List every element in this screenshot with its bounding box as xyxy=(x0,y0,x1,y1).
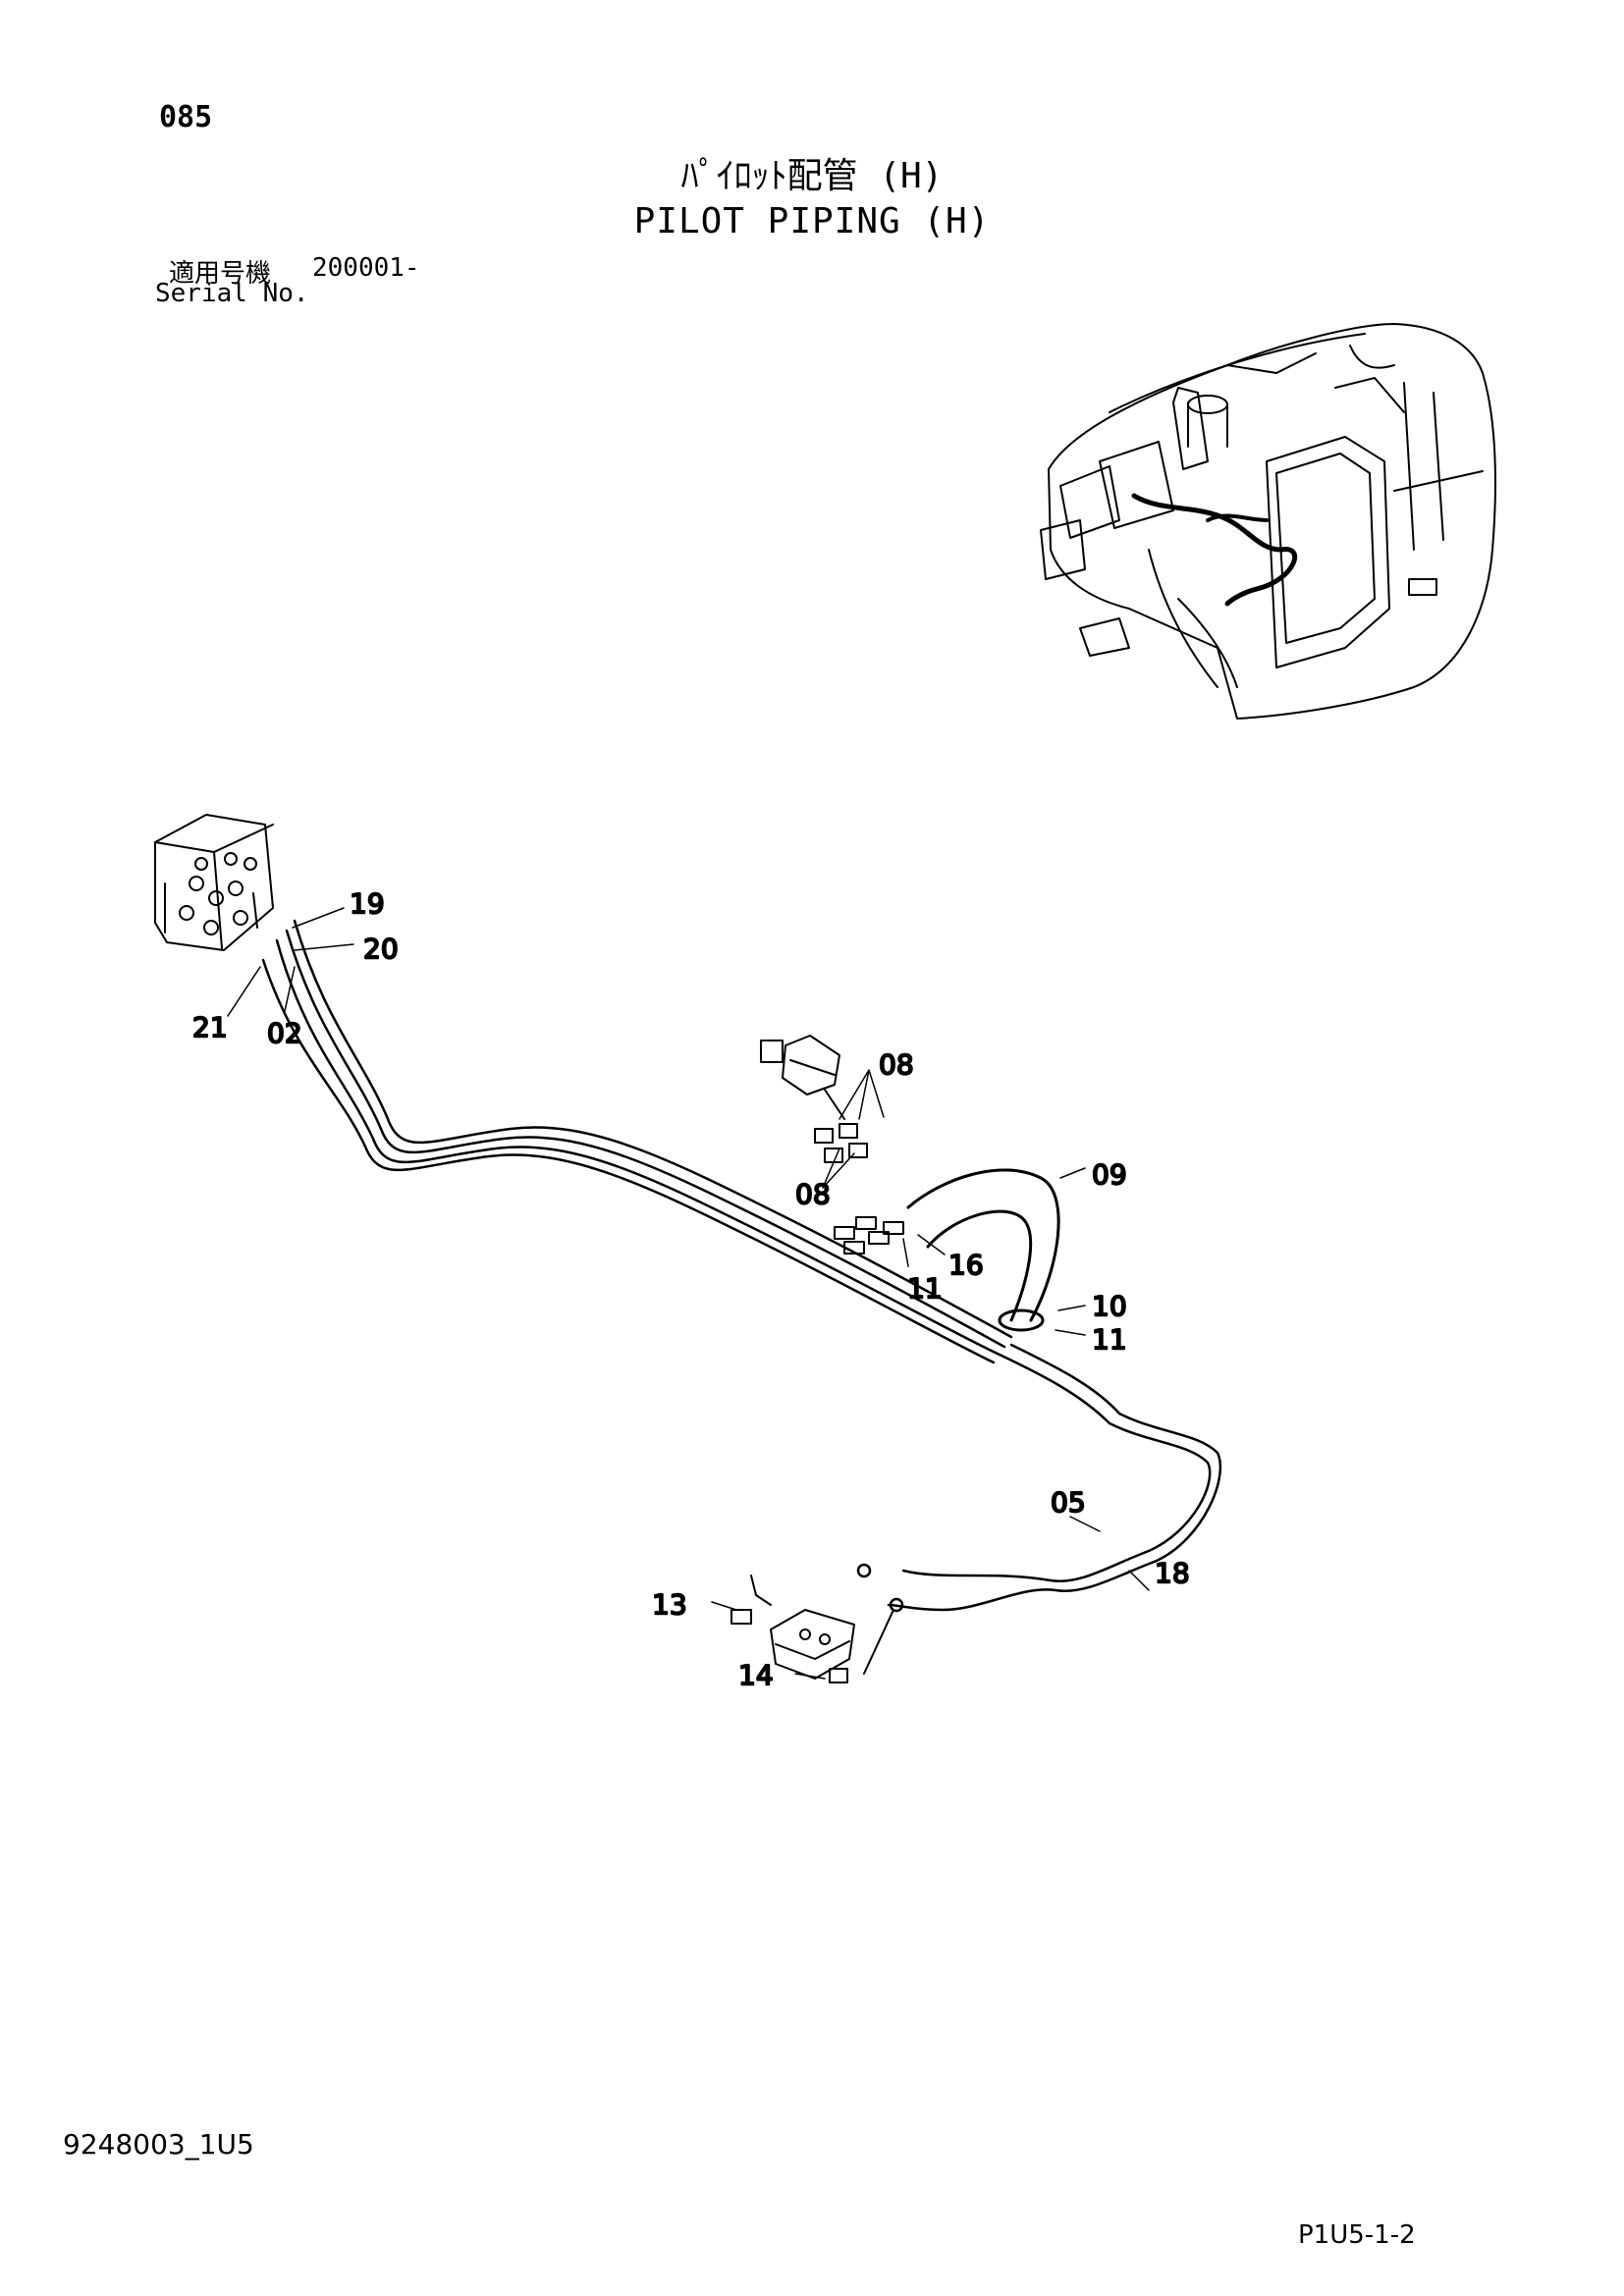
serial-label-english: Serial No. xyxy=(155,279,309,308)
callout-21: 21 xyxy=(192,1011,228,1043)
callout-05: 05 xyxy=(1051,1486,1086,1519)
sheet-reference: P1U5-1-2 xyxy=(1298,2220,1416,2250)
pilot-hose-bundle xyxy=(261,919,1222,1613)
cab-overview-illustration xyxy=(1040,323,1496,720)
pilot-valve-block xyxy=(154,814,274,951)
callout-19: 19 xyxy=(350,887,385,920)
callout-08-upper: 08 xyxy=(879,1048,914,1081)
page-title-japanese: ﾊﾟｲﾛｯﾄ配管 (H) xyxy=(680,156,944,196)
callout-02: 02 xyxy=(267,1017,302,1049)
callout-11-upper: 11 xyxy=(907,1272,943,1305)
page-title-english: PILOT PIPING (H) xyxy=(633,201,991,241)
serial-number-value: 200001- xyxy=(312,253,420,283)
callout-10: 10 xyxy=(1092,1290,1127,1322)
callout-16: 16 xyxy=(948,1249,984,1281)
callout-18: 18 xyxy=(1155,1557,1190,1589)
serial-label-japanese: 適用号機 xyxy=(169,259,272,289)
page-number: 085 xyxy=(159,100,213,134)
shuttle-valve xyxy=(731,1575,894,1683)
callout-08-lower: 08 xyxy=(795,1178,831,1210)
callout-leader-lines xyxy=(227,907,1150,1680)
swing-fitting xyxy=(760,1035,845,1120)
callout-14: 14 xyxy=(738,1659,774,1691)
callout-13: 13 xyxy=(652,1588,687,1621)
protector-sleeve xyxy=(906,1168,1060,1332)
callout-11-lower: 11 xyxy=(1092,1323,1127,1356)
callout-09: 09 xyxy=(1092,1158,1127,1191)
document-code: 9248003_1U5 xyxy=(63,2128,254,2161)
callout-20: 20 xyxy=(363,933,399,965)
hose-fitting-cluster xyxy=(814,1123,904,1255)
